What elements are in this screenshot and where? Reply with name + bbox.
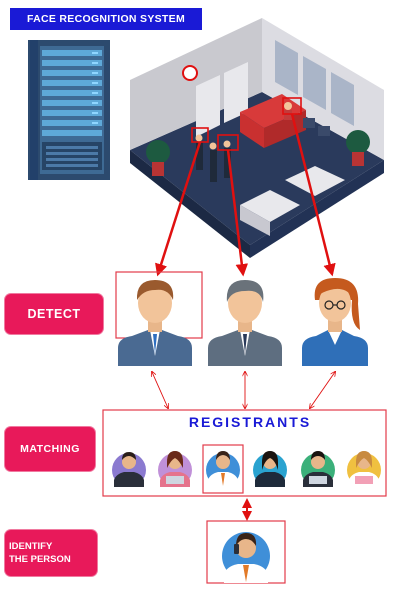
matched-registrant-highlight [202,444,244,494]
identify-stage-label: IDENTIFY THE PERSON [5,530,97,576]
arrow-detect-2 [226,149,249,277]
matching-label-text: MATCHING [20,443,80,455]
female-glasses-face-icon [302,278,368,366]
identify-label-line2: THE PERSON [9,554,71,565]
office-windows [275,40,354,126]
man-beard-avatar-icon [112,452,146,487]
woman-laptop-pink-avatar-icon [347,451,381,487]
arrow-detect-3 [290,113,336,277]
link-arrow-1 [152,372,168,408]
office-lobby-illustration [130,18,384,258]
male-brown-hair-face-icon [118,280,192,366]
title-text: FACE RECOGNITION SYSTEM [27,13,185,25]
link-arrow-3 [310,372,335,408]
woman-suit-avatar-icon [253,451,287,487]
detect-stage-label: DETECT [5,294,103,334]
matching-stage-label: MATCHING [5,427,95,471]
detect-label-text: DETECT [27,307,81,321]
clock-icon [182,65,198,81]
registrants-title: REGISTRANTS [188,414,312,430]
identified-man-phone-icon [222,532,270,583]
arrow-detect-1 [155,141,202,277]
title-banner: FACE RECOGNITION SYSTEM [10,8,202,30]
server-rack-icon [28,40,110,180]
male-gray-hair-face-icon [208,280,282,366]
registrants-panel [102,409,387,497]
man-beard-laptop-avatar-icon [301,451,335,487]
man-tie-avatar-icon [206,451,240,487]
identify-label-line1: IDENTIFY [9,541,53,552]
woman-laptop-avatar-icon [158,451,192,487]
